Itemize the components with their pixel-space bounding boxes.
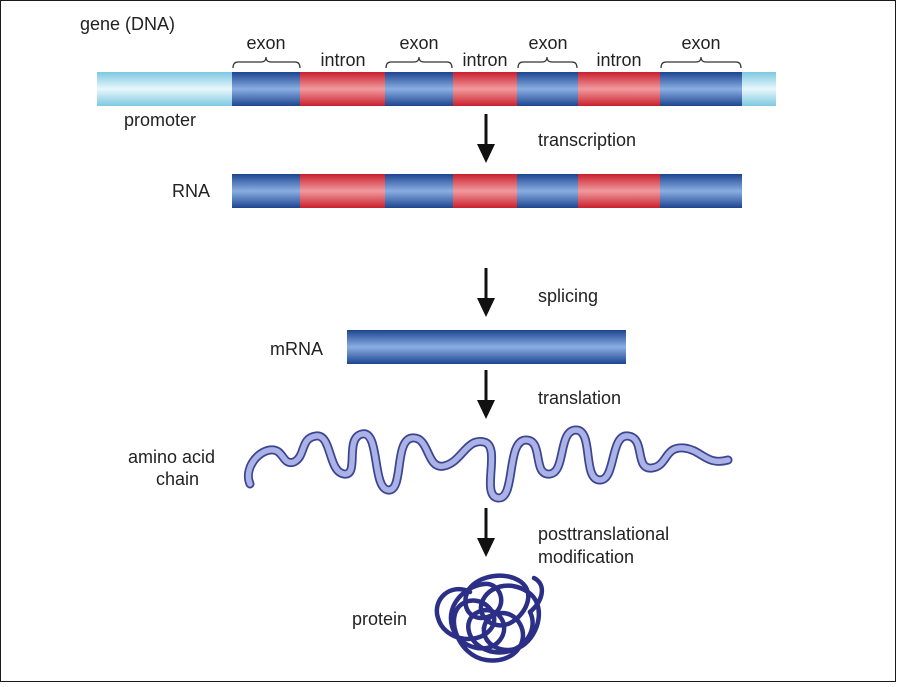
exon-brace-4	[660, 56, 742, 69]
dna-trailer-region	[742, 72, 776, 106]
exon-braces	[232, 56, 742, 69]
exon-label-1: exon	[246, 33, 285, 53]
dna-exon-2	[385, 72, 453, 106]
rna-strand	[232, 174, 742, 208]
promoter-region	[97, 72, 232, 106]
rna-label: RNA	[172, 181, 210, 201]
folded-protein	[434, 573, 544, 663]
splicing-arrow	[477, 268, 495, 317]
dna-strand	[97, 72, 776, 106]
mrna-strand	[347, 330, 626, 364]
dna-intron-2	[453, 72, 517, 106]
gene-dna-label: gene (DNA)	[80, 14, 175, 34]
protein-label: protein	[352, 609, 407, 629]
ptm-label-line1: posttranslational	[538, 524, 669, 544]
dna-exon-3	[517, 72, 578, 106]
rna-exon-2	[385, 174, 453, 208]
translation-arrow	[477, 370, 495, 419]
ptm-arrow	[477, 508, 495, 557]
splicing-label: splicing	[538, 286, 598, 306]
intron-label-2: intron	[462, 50, 507, 70]
exon-label-4: exon	[681, 33, 720, 53]
transcription-arrow	[477, 114, 495, 163]
exon-brace-1	[232, 56, 301, 69]
dna-intron-1	[300, 72, 385, 106]
dna-exon-1	[232, 72, 300, 106]
ptm-label-line2: modification	[538, 547, 634, 567]
mrna-label: mRNA	[270, 339, 323, 359]
rna-exon-1	[232, 174, 300, 208]
rna-intron-3	[578, 174, 660, 208]
exon-label-3: exon	[528, 33, 567, 53]
dna-intron-3	[578, 72, 660, 106]
translation-label: translation	[538, 388, 621, 408]
dna-exon-4	[660, 72, 742, 106]
amino-acid-chain	[244, 425, 733, 503]
rna-intron-2	[453, 174, 517, 208]
promoter-label: promoter	[124, 110, 196, 130]
intron-label-3: intron	[596, 50, 641, 70]
rna-intron-1	[300, 174, 385, 208]
transcription-label: transcription	[538, 130, 636, 150]
exon-brace-2	[385, 56, 453, 69]
amino-acid-label: amino acid	[128, 447, 215, 467]
amino-chain-label: chain	[156, 469, 199, 489]
rna-exon-3	[517, 174, 578, 208]
intron-label-1: intron	[320, 50, 365, 70]
exon-label-2: exon	[399, 33, 438, 53]
exon-brace-3	[517, 56, 578, 69]
rna-exon-4	[660, 174, 742, 208]
